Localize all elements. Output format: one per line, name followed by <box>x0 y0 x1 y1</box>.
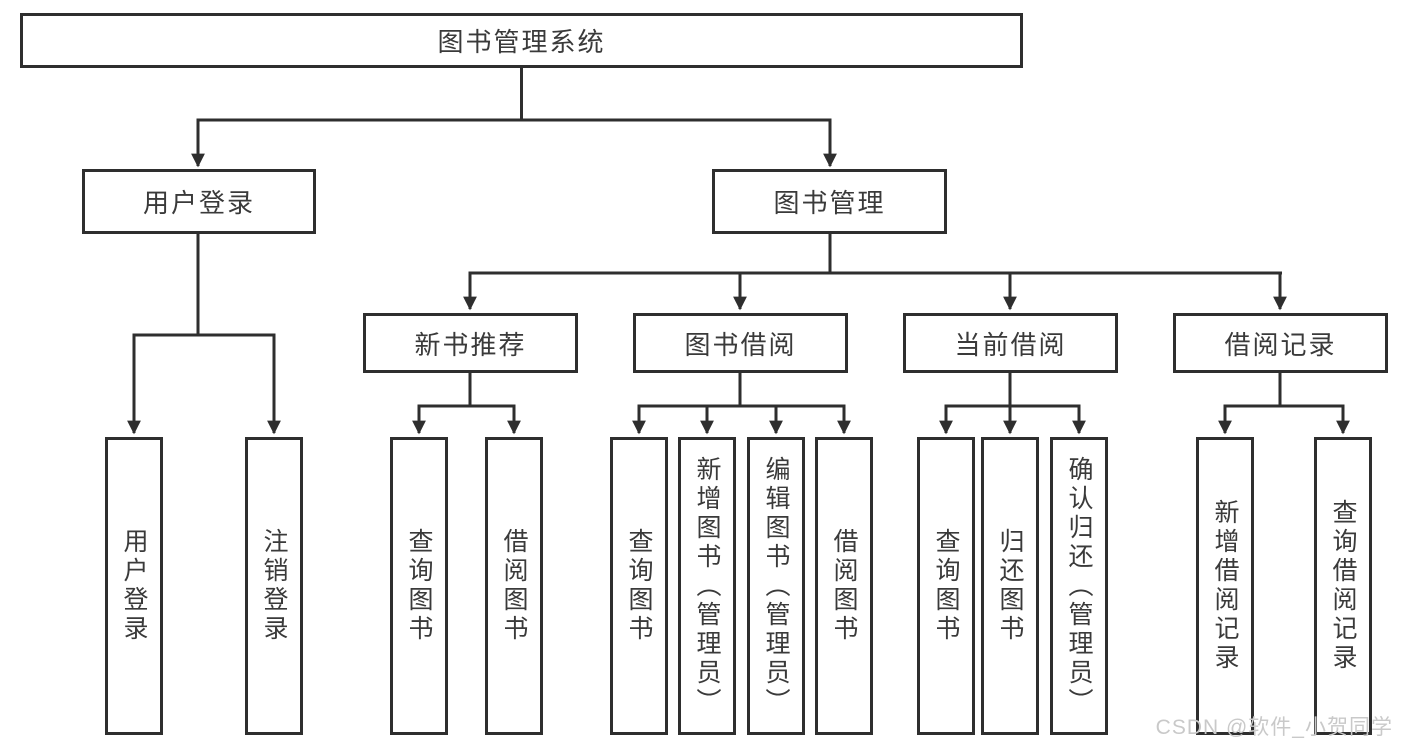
leaf-nb-query-books: 查询图书 <box>390 437 448 735</box>
leaf-bb-query-books: 查询图书 <box>610 437 668 735</box>
leaf-logout: 注销登录 <box>245 437 303 735</box>
node-new-book-recommend: 新书推荐 <box>363 313 578 373</box>
leaf-nb-borrow-books: 借阅图书 <box>485 437 543 735</box>
node-label: 归还图书 <box>996 528 1024 644</box>
node-label: 查询图书 <box>932 528 960 644</box>
node-current-borrow: 当前借阅 <box>903 313 1118 373</box>
node-book-management: 图书管理 <box>712 169 947 234</box>
node-user-login: 用户登录 <box>82 169 316 234</box>
node-borrow-records: 借阅记录 <box>1173 313 1388 373</box>
node-label: 用户登录 <box>120 528 148 644</box>
leaf-br-query-record: 查询借阅记录 <box>1314 437 1372 735</box>
node-label: 新书推荐 <box>414 329 527 360</box>
node-label: 查询图书 <box>625 528 653 644</box>
leaf-bb-borrow-books: 借阅图书 <box>815 437 873 735</box>
node-label: 图书管理 <box>773 188 886 218</box>
leaf-br-add-record: 新增借阅记录 <box>1196 437 1254 735</box>
leaf-bb-edit-books-admin: 编辑图书（管理员） <box>747 437 805 735</box>
node-label: 新增图书（管理员） <box>693 455 721 717</box>
node-label: 图书管理系统 <box>437 27 606 57</box>
node-label: 确认归还（管理员） <box>1065 455 1093 717</box>
node-root-library-system: 图书管理系统 <box>20 13 1023 68</box>
leaf-cb-query-books: 查询图书 <box>917 437 975 735</box>
node-label: 编辑图书（管理员） <box>762 455 790 717</box>
leaf-cb-confirm-return-admin: 确认归还（管理员） <box>1050 437 1108 735</box>
leaf-user-login: 用户登录 <box>105 437 163 735</box>
node-label: 借阅图书 <box>830 528 858 644</box>
node-label: 注销登录 <box>260 528 288 644</box>
node-label: 当前借阅 <box>954 329 1067 360</box>
node-label: 查询图书 <box>405 528 433 644</box>
node-label: 用户登录 <box>142 188 255 218</box>
node-label: 图书借阅 <box>684 329 797 360</box>
node-book-borrow: 图书借阅 <box>633 313 848 373</box>
node-label: 借阅图书 <box>500 528 528 644</box>
leaf-bb-add-books-admin: 新增图书（管理员） <box>678 437 736 735</box>
node-label: 查询借阅记录 <box>1329 499 1357 673</box>
node-label: 借阅记录 <box>1224 329 1337 360</box>
node-label: 新增借阅记录 <box>1211 499 1239 673</box>
leaf-cb-return-books: 归还图书 <box>981 437 1039 735</box>
